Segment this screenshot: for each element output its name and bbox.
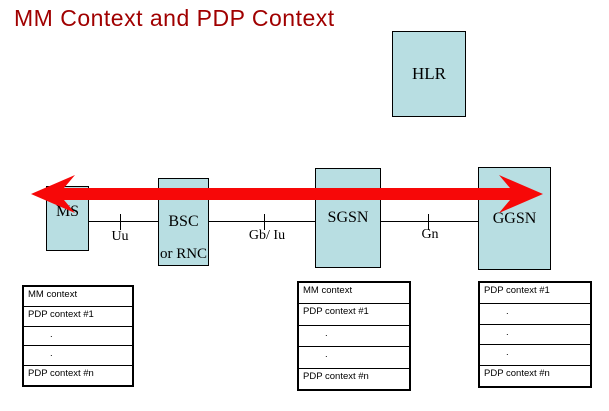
gn-interface-label: Gn xyxy=(421,227,439,242)
table-row: . xyxy=(24,346,132,367)
bsc-sub-label: or RNC xyxy=(159,246,208,262)
sgsn-label: SGSN xyxy=(327,209,369,226)
table-row: PDP context #1 xyxy=(299,304,409,326)
table-row: . xyxy=(299,326,409,348)
ms-label: MS xyxy=(55,203,80,220)
bsc-node: BSC or RNC xyxy=(158,178,209,266)
gb-iu-interface-tick xyxy=(264,214,265,230)
backbone-line xyxy=(89,221,478,222)
page-title: MM Context and PDP Context xyxy=(14,5,335,31)
ggsn-node: GGSN xyxy=(478,167,551,270)
sgsn-node: SGSN xyxy=(315,168,381,268)
ms-node: MS xyxy=(46,186,89,251)
gb-iu-interface-label: Gb/ Iu xyxy=(248,228,286,243)
sgsn-context-table: MM context PDP context #1 . . PDP contex… xyxy=(297,281,411,391)
table-row: MM context xyxy=(24,287,132,307)
ggsn-context-table: PDP context #1 . . . PDP context #n xyxy=(478,281,592,388)
table-row: PDP context #1 xyxy=(480,283,590,304)
table-row: . xyxy=(480,304,590,325)
table-row: . xyxy=(480,325,590,346)
ggsn-label: GGSN xyxy=(492,209,537,227)
hlr-label: HLR xyxy=(412,64,446,83)
uu-interface-tick xyxy=(120,214,121,230)
double-arrow-shape xyxy=(31,175,543,213)
table-row: PDP context #n xyxy=(484,368,550,380)
hlr-node: HLR xyxy=(392,31,466,117)
table-row: . xyxy=(480,345,590,367)
bsc-label: BSC xyxy=(168,213,199,230)
table-row: . xyxy=(24,327,132,347)
table-row: PDP context #n xyxy=(28,368,94,380)
table-row: . xyxy=(299,347,409,369)
uu-interface-label: Uu xyxy=(111,229,129,244)
gn-interface-tick xyxy=(428,214,429,230)
table-row: PDP context #n xyxy=(303,370,369,382)
table-row: MM context xyxy=(299,283,409,305)
table-row: PDP context #1 xyxy=(24,307,132,327)
ms-context-table: MM context PDP context #1 . . PDP contex… xyxy=(22,285,134,387)
